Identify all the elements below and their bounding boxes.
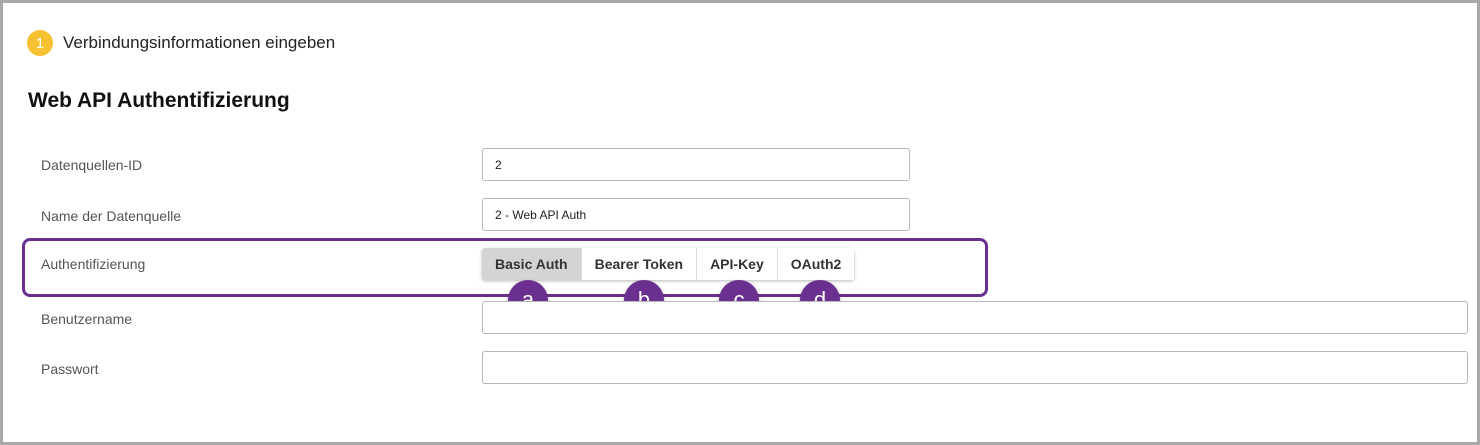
username-input[interactable] bbox=[482, 301, 1468, 334]
auth-option-oauth2[interactable]: OAuth2 bbox=[777, 248, 855, 280]
auth-option-bearer-token[interactable]: Bearer Token bbox=[581, 248, 698, 280]
auth-option-api-key[interactable]: API-Key bbox=[697, 248, 778, 280]
step-number-badge: 1 bbox=[27, 30, 53, 56]
page-title: Web API Authentifizierung bbox=[28, 89, 290, 112]
datasource-name-input[interactable] bbox=[482, 198, 910, 231]
auth-method-selector: Basic Auth Bearer Token API-Key OAuth2 bbox=[482, 248, 855, 280]
step-header: 1 Verbindungsinformationen eingeben bbox=[27, 30, 335, 56]
auth-option-basic-auth[interactable]: Basic Auth bbox=[482, 248, 582, 280]
username-label: Benutzername bbox=[41, 311, 133, 327]
step-label: Verbindungsinformationen eingeben bbox=[63, 33, 336, 52]
password-label: Passwort bbox=[41, 361, 99, 377]
password-input[interactable] bbox=[482, 351, 1468, 384]
datasource-id-label: Datenquellen-ID bbox=[41, 157, 143, 173]
auth-label: Authentifizierung bbox=[41, 256, 146, 272]
datasource-name-label: Name der Datenquelle bbox=[41, 208, 182, 224]
auth-highlight-box bbox=[22, 238, 988, 297]
datasource-id-input[interactable] bbox=[482, 148, 910, 181]
